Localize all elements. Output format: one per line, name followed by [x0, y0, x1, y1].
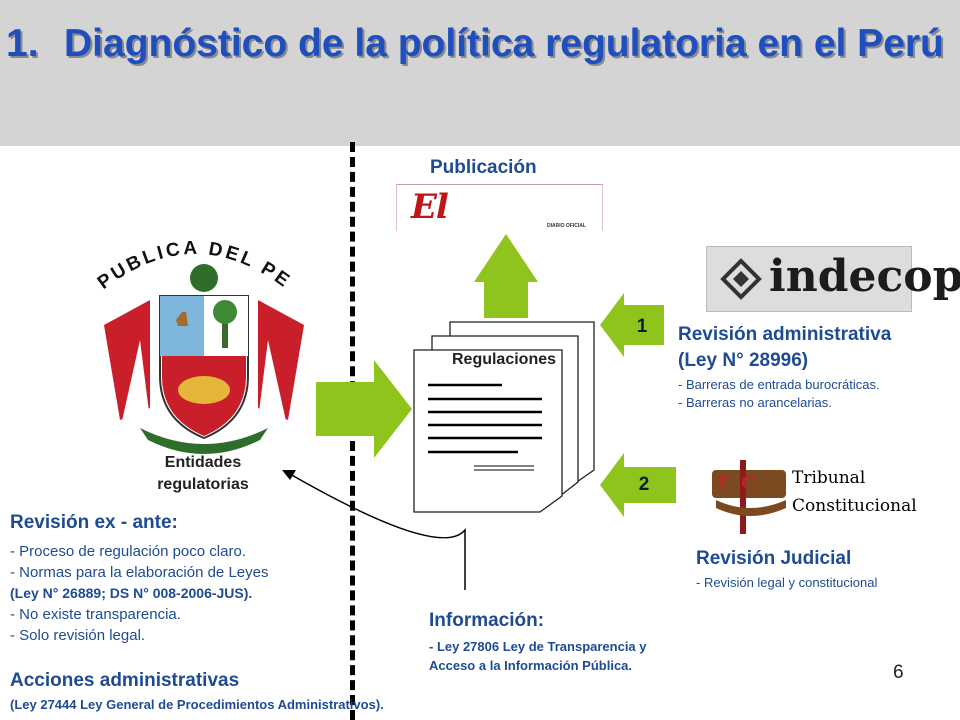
indecopi-logo-text: indecopi: [769, 251, 960, 302]
exante-item: - Normas para la elaboración de Leyes: [10, 564, 269, 581]
exante-item: - Proceso de regulación poco claro.: [10, 543, 246, 560]
indecopi-logo: indecopi: [706, 246, 960, 312]
el-peruano-logo: El Peruano DIARIO OFICIAL: [396, 184, 603, 231]
revision-judicial-item: - Revisión legal y constitucional: [696, 575, 878, 590]
entidades-line1: Entidades: [164, 454, 242, 471]
informacion-sub: - Ley 27806 Ley de Transparencia y Acces…: [429, 637, 647, 675]
acciones-sub: (Ley 27444 Ley General de Procedimientos…: [10, 697, 384, 712]
revision-admin-title-line2: (Ley N° 28996): [678, 350, 809, 371]
informacion-line2: Acceso a la Información Pública.: [429, 658, 633, 673]
informacion-title: Información:: [429, 610, 545, 631]
indecopi-mark-icon: [720, 258, 762, 300]
entidades-line2: regulatorias: [157, 476, 249, 493]
revision-exante-list: - Proceso de regulación poco claro. - No…: [10, 541, 360, 646]
tribunal-emblem-icon: [712, 460, 786, 534]
revision-judicial-title: Revisión Judicial: [696, 548, 852, 569]
title-text: Diagnóstico de la política regulatoria e…: [64, 22, 944, 65]
revision-admin-item: - Barreras no arancelarias.: [678, 395, 832, 410]
title-number: 1.: [6, 22, 39, 65]
regulaciones-label: Regulaciones: [451, 351, 557, 368]
right-arrow-to-regulaciones: [316, 360, 412, 458]
revision-exante-title: Revisión ex - ante:: [10, 512, 178, 533]
republica-arc-text: REPUBLICA DEL PERU: [80, 222, 292, 294]
entidades-label: Entidades regulatorias: [128, 452, 278, 496]
republica-del-peru-arc: REPUBLICA DEL PERU: [80, 222, 295, 294]
badge-2: 2: [624, 468, 664, 502]
page-number: 6: [893, 662, 904, 683]
publicacion-label: Publicación: [430, 157, 537, 178]
exante-item: - Solo revisión legal.: [10, 627, 146, 644]
badge-1: 1: [622, 310, 662, 344]
exante-item: - No existe transparencia.: [10, 606, 181, 623]
tribunal-label: Tribunal Constitucional: [792, 464, 917, 520]
revision-admin-item: - Barreras de entrada burocráticas.: [678, 377, 880, 392]
el-peruano-logo-text: El Peruano: [411, 187, 563, 231]
exante-item: (Ley N° 26889; DS N° 008-2006-JUS).: [10, 585, 253, 601]
revision-admin-title-line1: Revisión administrativa: [678, 324, 892, 345]
informacion-curve-arrow: [289, 473, 466, 590]
peru-coat-of-arms-icon: [104, 264, 304, 454]
revision-administrativa: Revisión administrativa (Ley N° 28996) -…: [678, 322, 891, 412]
informacion-arrowhead: [282, 470, 296, 480]
up-arrow-to-publicacion: [474, 234, 538, 318]
regulaciones-doc-front: [413, 349, 563, 513]
tribunal-emblem-letters: TC: [716, 472, 768, 493]
tribunal-line2: Constitucional: [792, 496, 917, 516]
acciones-title: Acciones administrativas: [10, 670, 240, 691]
tribunal-line1: Tribunal: [792, 468, 866, 488]
el-peruano-logo-subtext: DIARIO OFICIAL: [547, 223, 586, 229]
informacion-line1: - Ley 27806 Ley de Transparencia y: [429, 639, 647, 654]
svg-text:REPUBLICA DEL PERU: REPUBLICA DEL PERU: [80, 222, 295, 294]
header-band: [0, 0, 960, 146]
